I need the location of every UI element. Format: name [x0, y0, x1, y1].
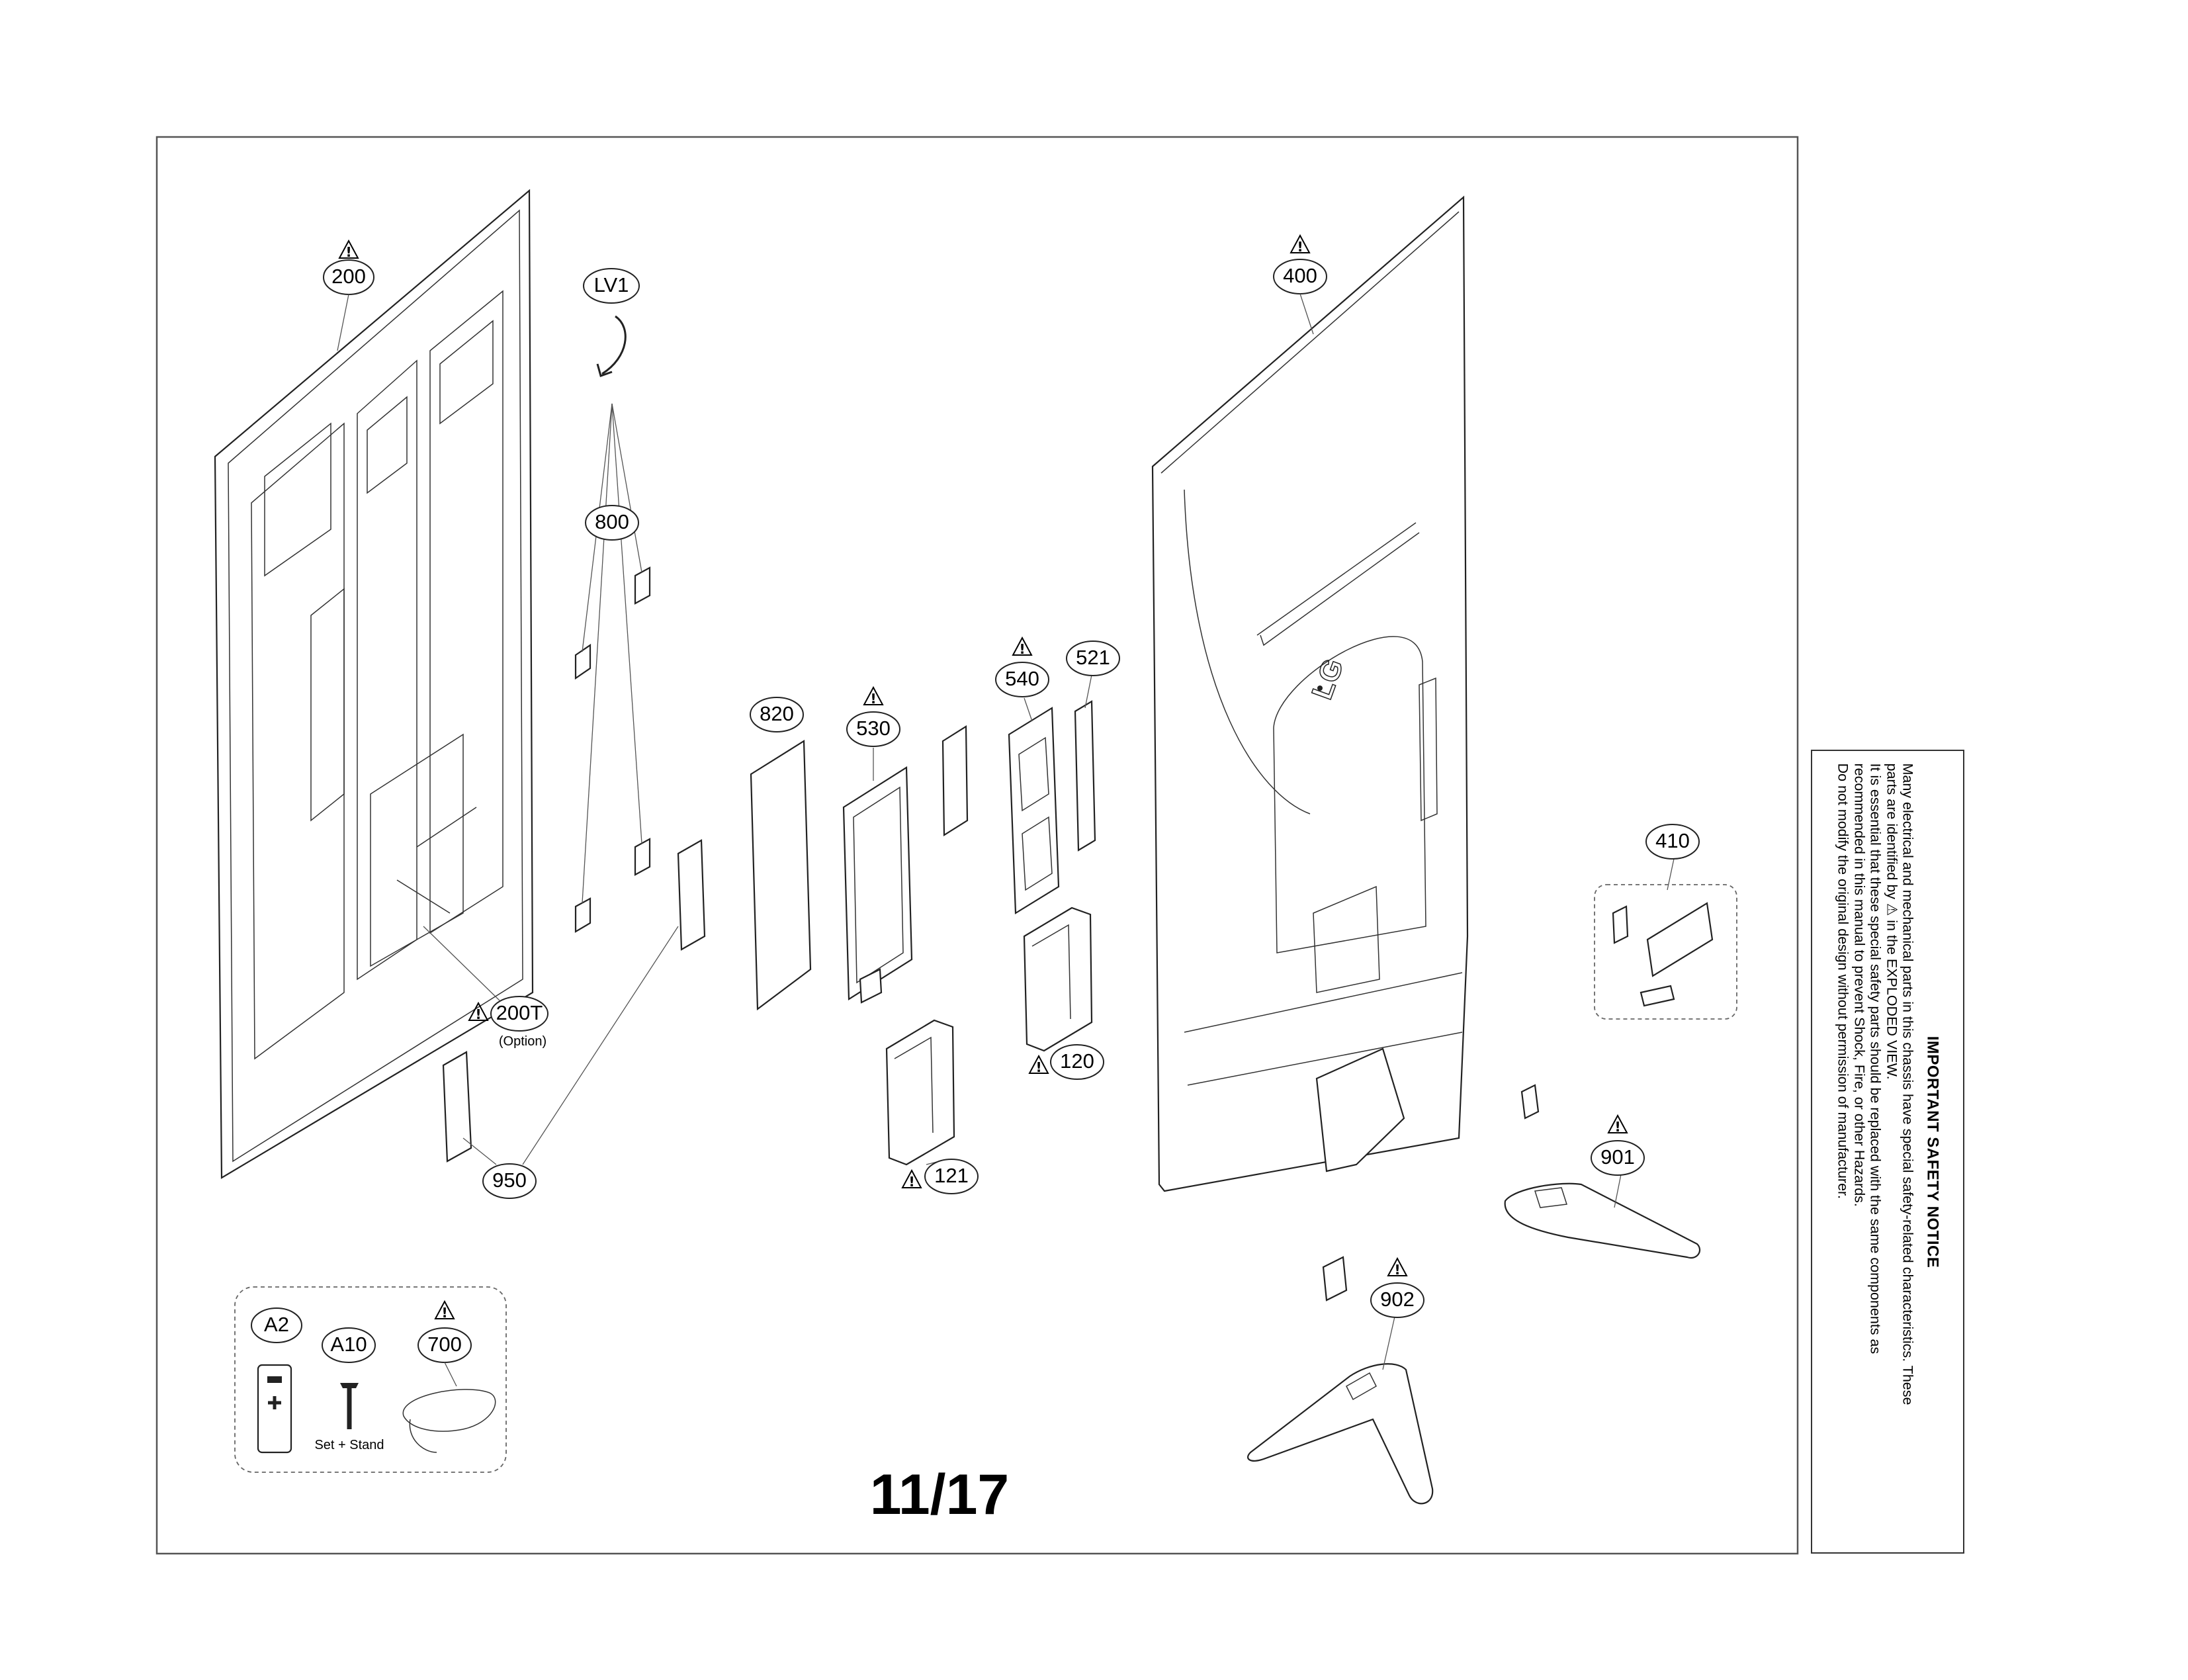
callout-540: ! 540	[995, 637, 1049, 697]
callout-lv1: LV1	[583, 268, 640, 377]
svg-text:!: !	[1614, 1119, 1620, 1135]
callout-a2-label: A2	[264, 1313, 289, 1336]
callout-901: ! 901	[1591, 1115, 1645, 1176]
speaker-120-drawing	[1023, 906, 1093, 1066]
brackets-800-drawing	[574, 403, 651, 933]
part-521-drawing	[1074, 674, 1096, 852]
callout-lv1-label: LV1	[594, 273, 629, 296]
board-530-drawing	[842, 748, 913, 1004]
svg-text:!: !	[1394, 1262, 1400, 1278]
accessory-note: Set + Stand	[314, 1438, 384, 1452]
callout-a10-label: A10	[330, 1333, 367, 1356]
svg-text:!: !	[870, 691, 876, 707]
callout-121: ! 121	[902, 1159, 979, 1194]
callout-200t-label: 200T	[496, 1001, 543, 1024]
stand-901-drawing	[1504, 1084, 1701, 1259]
callout-950: 950	[482, 1163, 537, 1199]
stand-902-drawing	[1247, 1256, 1434, 1505]
callout-902: ! 902	[1370, 1258, 1424, 1318]
callout-530: ! 530	[846, 687, 900, 747]
callout-120-label: 120	[1060, 1049, 1094, 1073]
bracket-small-drawing	[941, 725, 969, 836]
power-cord-drawing	[402, 1389, 496, 1453]
svg-text:!: !	[441, 1305, 447, 1321]
panel-200-drawing	[214, 189, 534, 1179]
safety-notice-box: IMPORTANT SAFETY NOTICE Many electrical …	[1811, 750, 1964, 1554]
callout-200-label: 200	[331, 265, 366, 288]
part-410-group	[1594, 858, 1737, 1020]
callout-800: 800	[585, 505, 639, 541]
callout-700-label: 700	[427, 1333, 462, 1356]
safety-notice-title: IMPORTANT SAFETY NOTICE	[1923, 1036, 1942, 1268]
svg-text:!: !	[1019, 641, 1025, 657]
svg-text:!: !	[345, 244, 351, 260]
callout-820-label: 820	[760, 702, 794, 725]
sheet-820-drawing	[750, 740, 812, 1011]
svg-text:!: !	[475, 1006, 481, 1022]
callout-200t: ! 200T (Option)	[423, 926, 548, 1049]
callout-902-label: 902	[1380, 1288, 1415, 1311]
speaker-121-drawing	[885, 1019, 955, 1166]
callout-950-label: 950	[492, 1169, 527, 1192]
callout-410: 410	[1645, 824, 1700, 860]
callout-200t-note: (Option)	[499, 1034, 547, 1049]
svg-text:!: !	[1297, 239, 1303, 255]
page-number: 11/17	[869, 1463, 1010, 1526]
svg-text:!: !	[1035, 1059, 1041, 1075]
callout-410-label: 410	[1655, 829, 1690, 852]
callout-521-label: 521	[1076, 646, 1110, 669]
callout-530-label: 530	[856, 717, 891, 740]
callout-540-label: 540	[1005, 667, 1039, 690]
svg-text:!: !	[908, 1174, 914, 1190]
safety-notice-body: Many electrical and mechanical parts in …	[1835, 763, 1916, 1405]
callout-901-label: 901	[1600, 1145, 1635, 1169]
callout-521: 521	[1066, 641, 1120, 676]
board-540-drawing	[1008, 697, 1060, 914]
accessories-group: A2 A10 Set + Stand ! 700	[234, 1286, 507, 1473]
covers-950-drawing	[442, 839, 706, 1165]
callout-200: ! 200	[323, 240, 374, 351]
back-cover-400-drawing: LG	[1151, 195, 1469, 1192]
callout-120: ! 120	[1029, 1044, 1104, 1080]
callout-400: ! 400	[1273, 235, 1327, 335]
callout-400-label: 400	[1283, 264, 1317, 287]
callout-800-label: 800	[595, 510, 629, 533]
callout-820: 820	[750, 697, 804, 732]
diagram-frame	[155, 136, 1799, 1555]
callout-121-label: 121	[934, 1164, 969, 1187]
